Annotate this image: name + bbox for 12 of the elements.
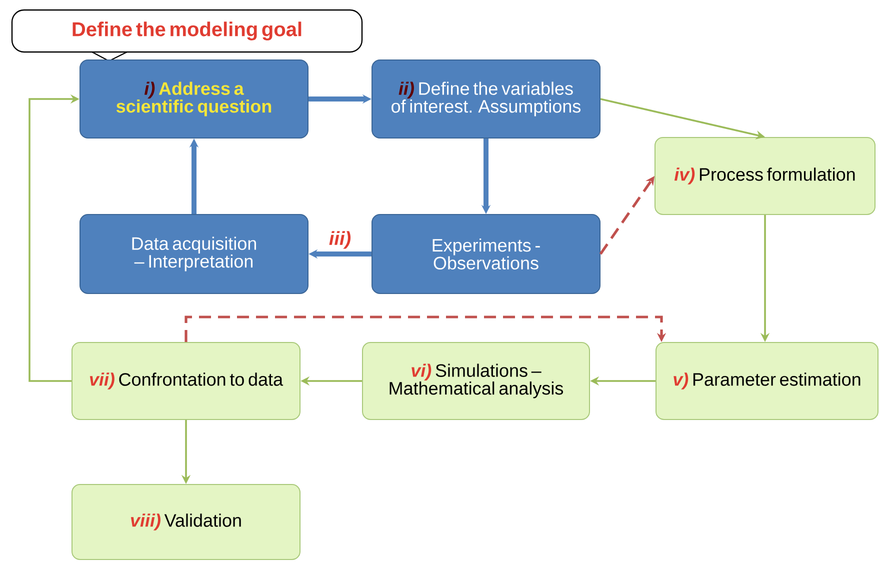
process-box: Data acquisition – Interpretation (80, 214, 308, 294)
arrow (184, 316, 666, 342)
process-box: vi) Simulations – Mathematical analysis (362, 342, 590, 420)
process-box: i) Address a scientific question (80, 60, 308, 138)
process-box: vii) Confrontation to data (72, 342, 300, 420)
edge-label: iii) (328, 230, 352, 250)
bubble: Define the modeling goal (11, 9, 363, 62)
process-box: Experiments - Observations (372, 214, 600, 294)
process-box: iv) Process formulation (654, 137, 876, 215)
process-box: ii) Define the variables of interest. Assumptions (372, 60, 600, 138)
process-box: viii) Validation (72, 484, 300, 560)
process-box: v) Parameter estimation (656, 342, 878, 420)
